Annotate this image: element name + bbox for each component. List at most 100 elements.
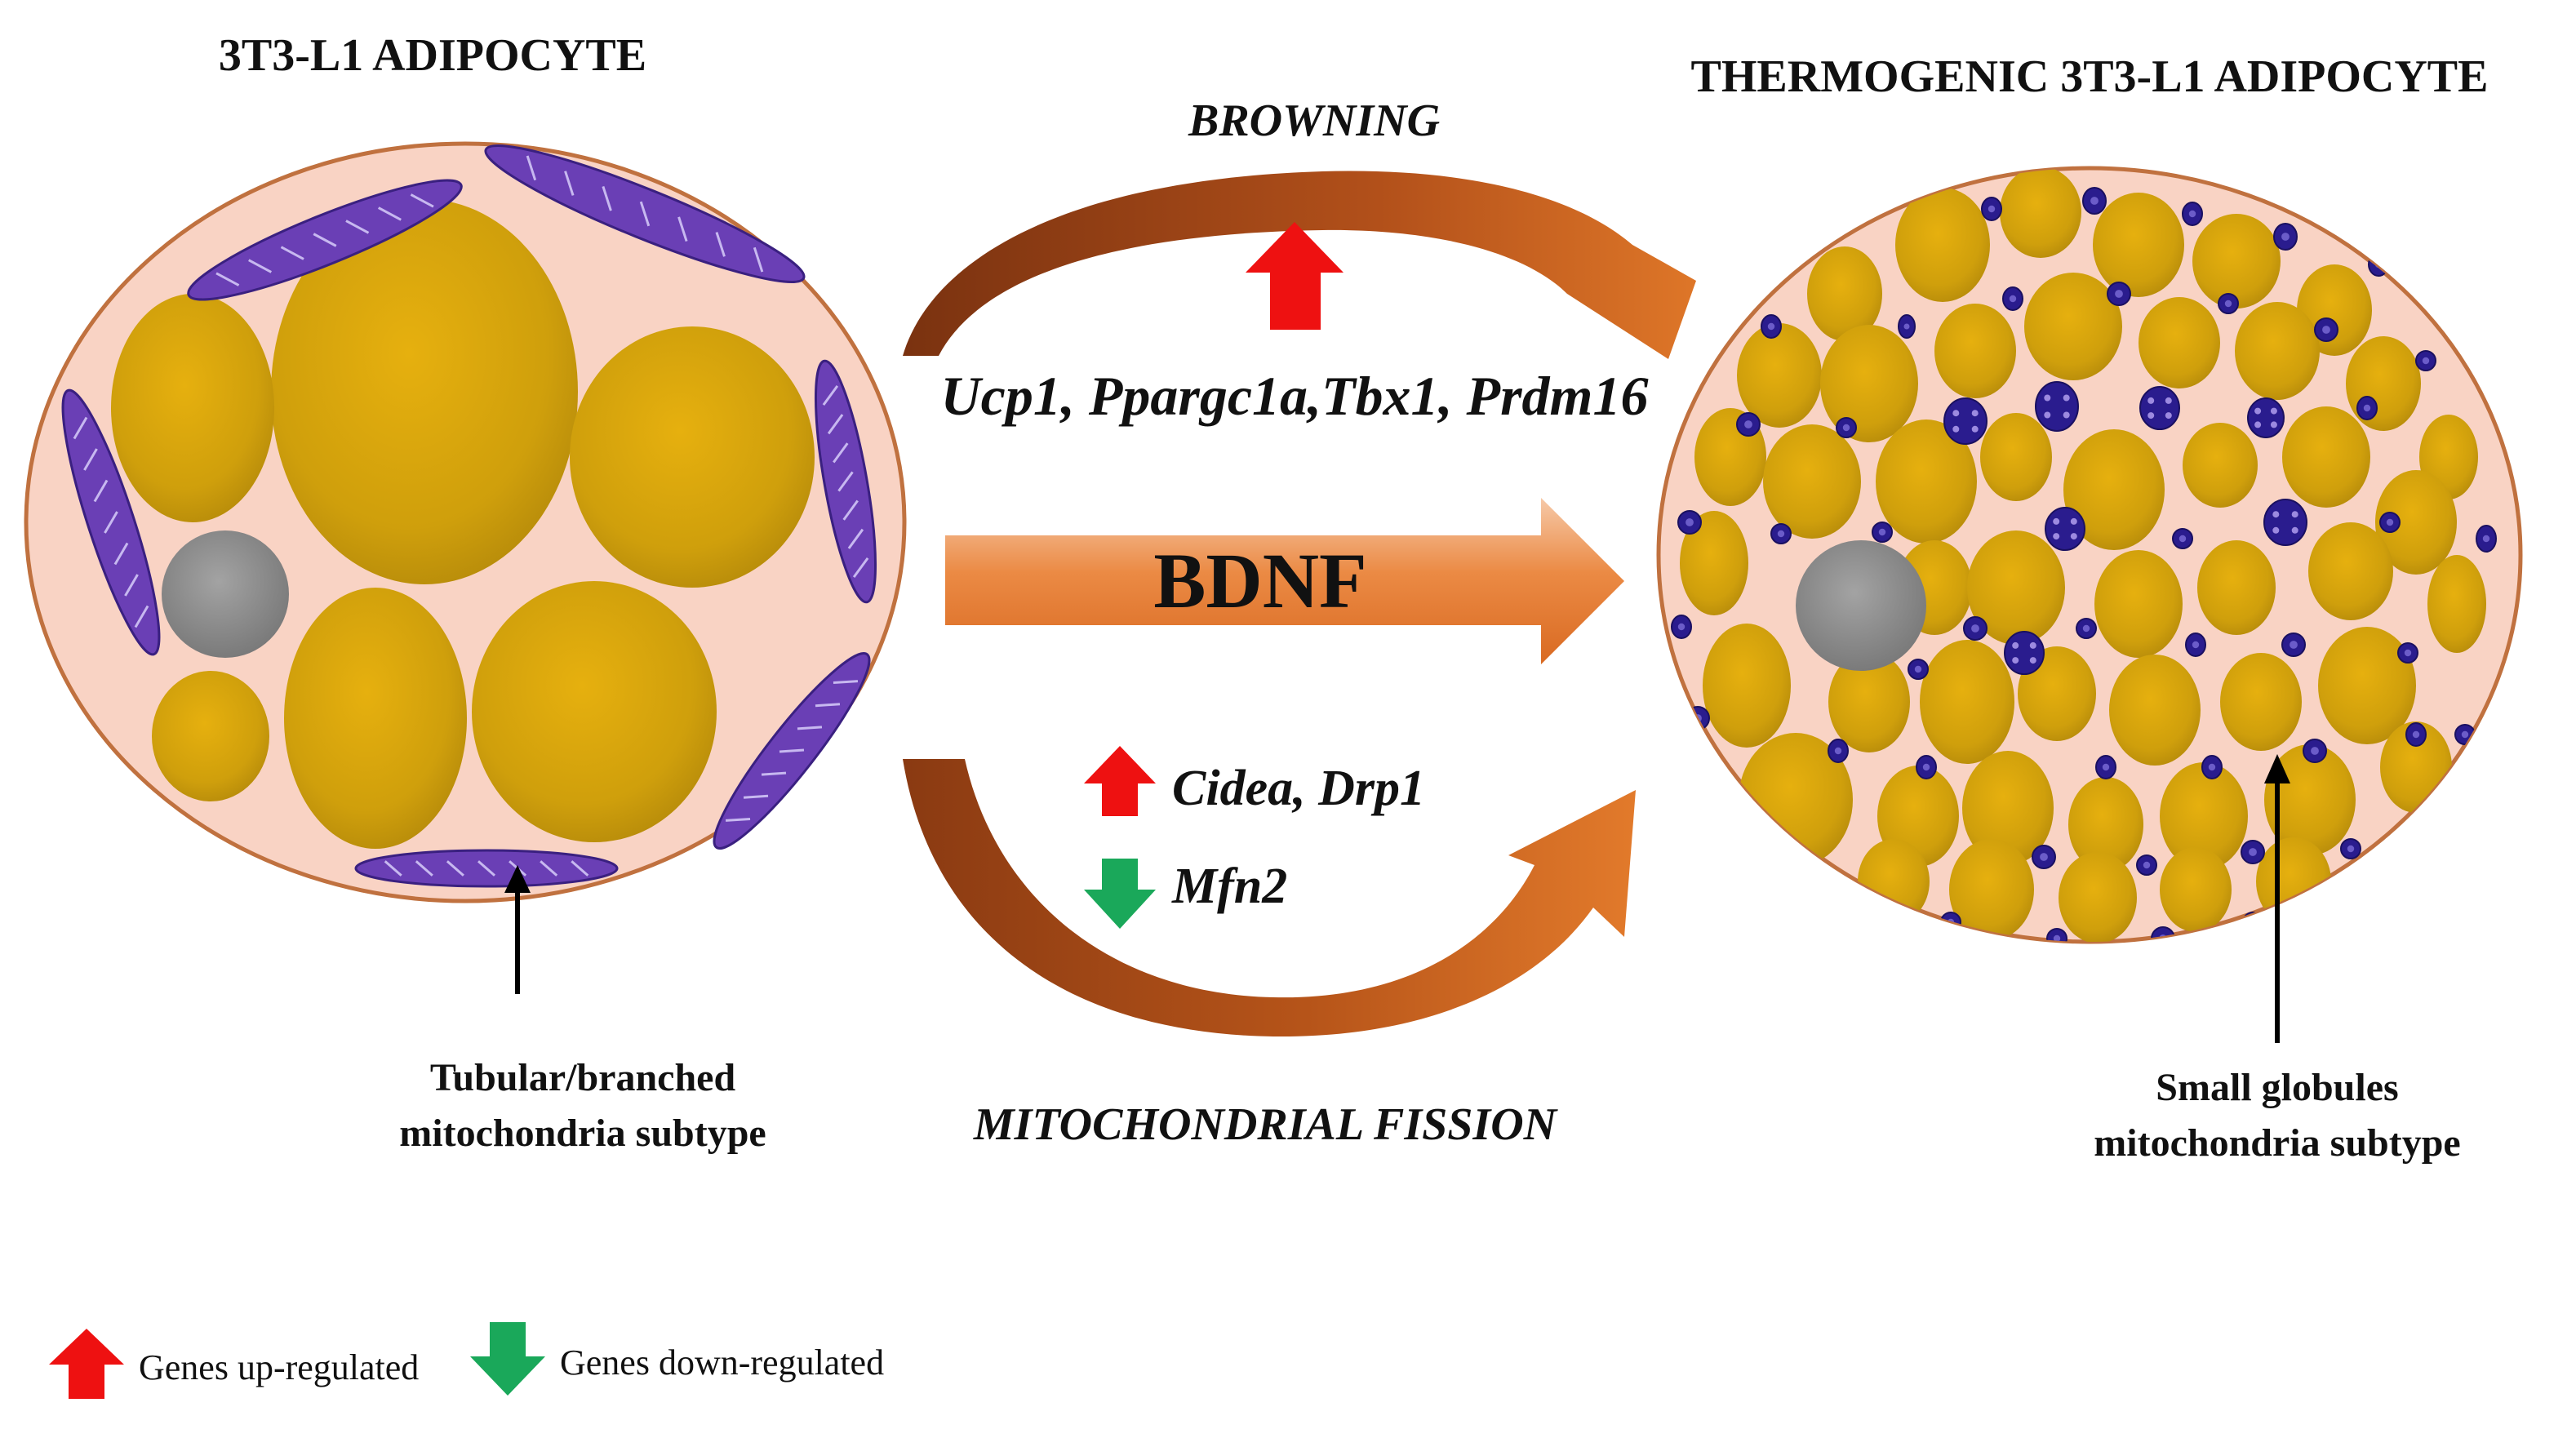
mitochondrion-crista (1792, 237, 1800, 246)
mitochondrion-crista (2188, 210, 2196, 218)
right-nucleus (1796, 540, 1926, 671)
small-lipid-droplet (1980, 413, 2052, 501)
small-lipid-droplet (2059, 852, 2137, 942)
bdnf-block-arrow (945, 498, 1624, 664)
mitochondrion-crista (477, 860, 495, 877)
mitochondrion-crista (753, 246, 764, 273)
mitochondrion-crista (2009, 295, 2017, 303)
mitochondrion-crista (2272, 511, 2280, 518)
mitochondrion-crista (2254, 407, 2262, 415)
left-pointer-arrowhead (504, 865, 531, 893)
mitochondrion-crista (113, 542, 129, 566)
mitochondrion-crista (571, 860, 589, 877)
small-lipid-droplet (1920, 640, 2014, 764)
small-lipid-droplet (2109, 655, 2201, 766)
mitochondrion-crista (2412, 730, 2420, 739)
mitochondrion-crista (677, 216, 688, 242)
mitochondrion-crista (2165, 397, 2172, 404)
mitochondrion-crista (2461, 730, 2469, 739)
mitochondrion-crista (2012, 641, 2019, 649)
mitochondrion-crista (1914, 665, 1922, 673)
mitochondrion-crista (2070, 517, 2077, 525)
mitochondrion-crista (2254, 421, 2262, 428)
mitochondrion-crista (2291, 511, 2298, 518)
small-lipid-droplet (1680, 511, 1748, 615)
mitochondrion-crista (1971, 410, 1979, 417)
mitochondrion-crista (1952, 425, 1960, 433)
small-lipid-droplet (2093, 193, 2184, 297)
mitochondrion-crista (2063, 411, 2070, 419)
legend-down-arrow-icon (470, 1322, 545, 1396)
globular-mitochondrion (1800, 871, 1824, 895)
globular-mitochondrion (1943, 397, 1988, 445)
small-lipid-droplet (2256, 837, 2331, 925)
browning-up-arrow-icon (1246, 222, 1344, 330)
mitochondrion-crista (1686, 518, 1694, 526)
mitochondrion-crista (377, 206, 402, 221)
globular-mitochondrion (2045, 507, 2085, 551)
small-lipid-droplet (2063, 429, 2165, 550)
globular-mitochondrion (1785, 228, 1806, 255)
mitochondrion-crista (313, 233, 337, 247)
small-lipid-droplet (1895, 188, 1990, 302)
small-lipid-droplet (2183, 423, 2258, 508)
mitochondrion-crista (2270, 407, 2277, 415)
small-lipid-droplet (1876, 419, 1977, 544)
mitochondrion-crista (2012, 657, 2019, 664)
small-lipid-droplet (2000, 168, 2081, 258)
mitochondrion-crista (124, 574, 139, 597)
mitochondrion-crista (2070, 533, 2077, 540)
globular-mitochondrion (1883, 177, 1908, 208)
mitochondrion-crista (815, 703, 841, 708)
mitochondrion-crista (715, 232, 726, 257)
mitochondrion-crista (2281, 233, 2290, 241)
mitochondrion-crista (827, 414, 844, 435)
legend-up-label: Genes up-regulated (139, 1347, 419, 1387)
mitochondrion-crista (852, 557, 869, 579)
mitochondrion-crista (761, 771, 787, 776)
mitochondrion-crista (2249, 848, 2257, 856)
mitochondrion-crista (2386, 518, 2394, 526)
small-lipid-droplet (1949, 839, 2034, 940)
mitochondrion-crista (1744, 420, 1752, 428)
mitochondrion-crista (83, 448, 98, 471)
right-thermogenic-adipocyte (1656, 166, 2523, 1043)
mitochondrion-crista (2178, 535, 2187, 543)
mitochondrion-crista (1777, 530, 1785, 538)
mitochondrion-crista (847, 528, 864, 549)
fission-down-genes: Mfn2 (1171, 859, 1287, 914)
left-lipid-droplet (111, 294, 274, 522)
mitochondrion-crista (2290, 641, 2298, 649)
mitochondrion-crista (2272, 526, 2280, 534)
bdnf-label: BDNF (1153, 537, 1366, 624)
mitochondrion-crista (725, 817, 751, 822)
mitochondrion-crista (2270, 421, 2277, 428)
right-caption-line1: Small globules (2156, 1066, 2398, 1109)
mitochondrion-crista (2044, 394, 2051, 402)
mitochondrion-crista (2063, 394, 2070, 402)
mitochondrion-crista (1988, 205, 1996, 213)
mitochondrion-crista (602, 185, 612, 211)
mitochondrion-crista (2347, 902, 2355, 910)
mitochondrion-crista (2102, 763, 2110, 771)
mitochondrion-crista (2311, 747, 2319, 755)
small-lipid-droplet (2318, 627, 2416, 744)
globular-mitochondrion (2139, 386, 2180, 430)
left-lipid-droplet (271, 199, 578, 584)
mitochondrion-crista (345, 220, 370, 234)
mitochondrion-crista (1891, 189, 1899, 197)
mitochondrion-crista (280, 246, 304, 260)
small-lipid-droplet (2160, 762, 2248, 870)
mitochondrion-crista (410, 193, 434, 208)
left-lipid-droplet (284, 588, 467, 849)
fission-down-arrow-icon (1084, 859, 1156, 929)
mitochondrion-crista (134, 605, 149, 628)
mitochondrion-crista (248, 259, 273, 273)
fission-up-genes: Cidea, Drp1 (1172, 761, 1425, 816)
small-lipid-droplet (1703, 624, 1791, 748)
mitochondrion-crista (1971, 624, 1979, 633)
mitochondrion-crista (2115, 290, 2123, 298)
mitochondrion-crista (2249, 918, 2257, 926)
small-lipid-droplet (2235, 302, 2320, 400)
